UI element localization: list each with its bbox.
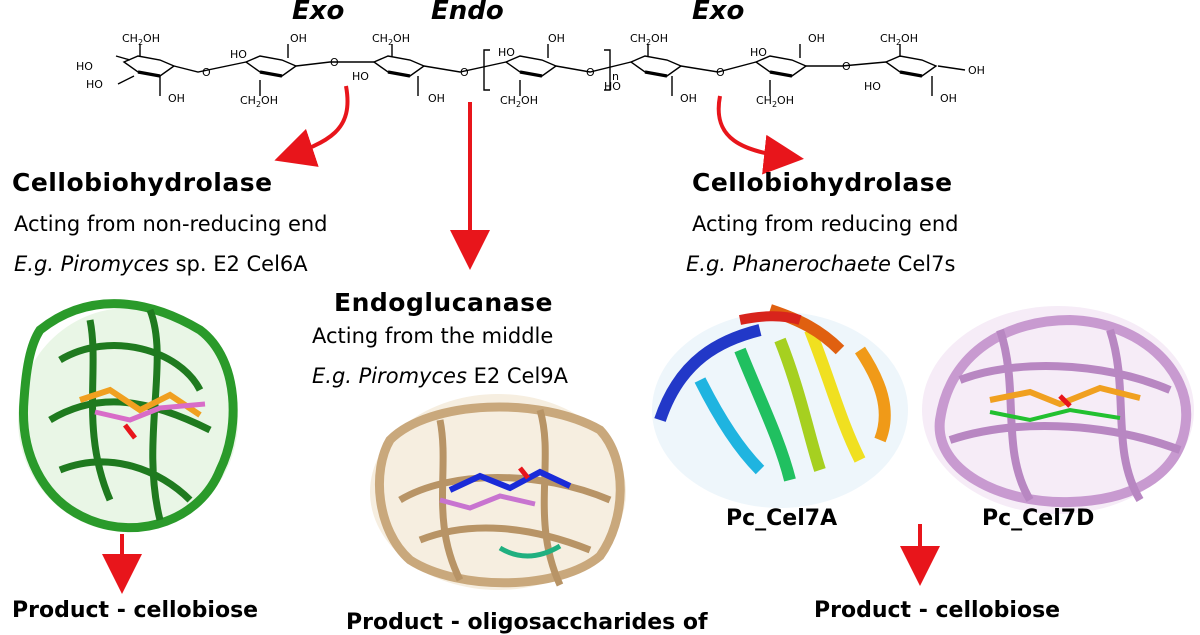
- svg-text:OH: OH: [940, 92, 957, 105]
- svg-text:OH: OH: [968, 64, 985, 77]
- svg-text:CH2OH: CH2OH: [500, 94, 538, 109]
- cel7a-label: Pc_Cel7A: [726, 506, 838, 531]
- right-description: Acting from reducing end: [692, 212, 959, 236]
- left-example-rest: sp. E2 Cel6A: [168, 252, 308, 276]
- svg-text:CH2OH: CH2OH: [880, 32, 918, 47]
- svg-text:CH2OH: CH2OH: [240, 94, 278, 109]
- right-example: E.g. Phanerochaete Cel7s: [686, 252, 955, 276]
- svg-text:CH2OH: CH2OH: [122, 32, 160, 47]
- middle-example-rest: E2 Cel9A: [466, 364, 569, 388]
- middle-title: Endoglucanase: [334, 288, 553, 317]
- left-product: Product - cellobiose: [12, 598, 259, 623]
- svg-text:O: O: [330, 56, 339, 69]
- svg-text:OH: OH: [680, 92, 697, 105]
- middle-description: Acting from the middle: [312, 324, 554, 348]
- svg-text:HO: HO: [76, 60, 93, 73]
- svg-text:HO: HO: [352, 70, 369, 83]
- svg-text:CH2OH: CH2OH: [372, 32, 410, 47]
- svg-text:HO: HO: [864, 80, 881, 93]
- svg-text:OH: OH: [548, 32, 565, 45]
- svg-text:HO: HO: [498, 46, 515, 59]
- svg-text:O: O: [716, 66, 725, 79]
- left-title: Cellobiohydrolase: [12, 168, 273, 197]
- svg-text:HO: HO: [230, 48, 247, 61]
- svg-text:O: O: [460, 66, 469, 79]
- svg-text:CH2OH: CH2OH: [756, 94, 794, 109]
- endo-label: Endo: [431, 0, 504, 26]
- cel7a-structure-image: [652, 304, 908, 508]
- left-example-italic: E.g. Piromyces: [14, 252, 169, 276]
- cel9a-structure-image: [370, 394, 626, 590]
- right-example-italic: E.g. Phanerochaete: [686, 252, 891, 276]
- svg-text:HO: HO: [604, 80, 621, 93]
- svg-text:OH: OH: [428, 92, 445, 105]
- right-product: Product - cellobiose: [814, 598, 1061, 623]
- svg-text:n: n: [612, 70, 619, 83]
- cel6a-structure-image: [18, 299, 238, 533]
- svg-text:HO: HO: [750, 46, 767, 59]
- left-description: Acting from non-reducing end: [14, 212, 328, 236]
- right-title: Cellobiohydrolase: [692, 168, 953, 197]
- svg-text:O: O: [842, 60, 851, 73]
- left-example: E.g. Piromyces sp. E2 Cel6A: [14, 252, 308, 276]
- middle-product: Product - oligosaccharides of: [346, 610, 708, 635]
- svg-text:OH: OH: [808, 32, 825, 45]
- cel7d-label: Pc_Cel7D: [982, 506, 1095, 531]
- cel7d-structure-image: [922, 306, 1194, 514]
- svg-text:CH2OH: CH2OH: [630, 32, 668, 47]
- cellulose-chain: CH2OH HO HO OH O HO OH CH2OH O CH2OH HO …: [76, 32, 985, 109]
- svg-text:OH: OH: [168, 92, 185, 105]
- middle-example: E.g. Piromyces E2 Cel9A: [312, 364, 568, 388]
- svg-text:O: O: [586, 66, 595, 79]
- exo-left-label: Exo: [292, 0, 345, 26]
- middle-example-italic: E.g. Piromyces: [312, 364, 467, 388]
- exo-right-label: Exo: [692, 0, 745, 26]
- svg-text:HO: HO: [86, 78, 103, 91]
- svg-text:O: O: [202, 66, 211, 79]
- right-example-rest: Cel7s: [890, 252, 956, 276]
- red-arrow-icon: [102, 85, 940, 594]
- svg-text:OH: OH: [290, 32, 307, 45]
